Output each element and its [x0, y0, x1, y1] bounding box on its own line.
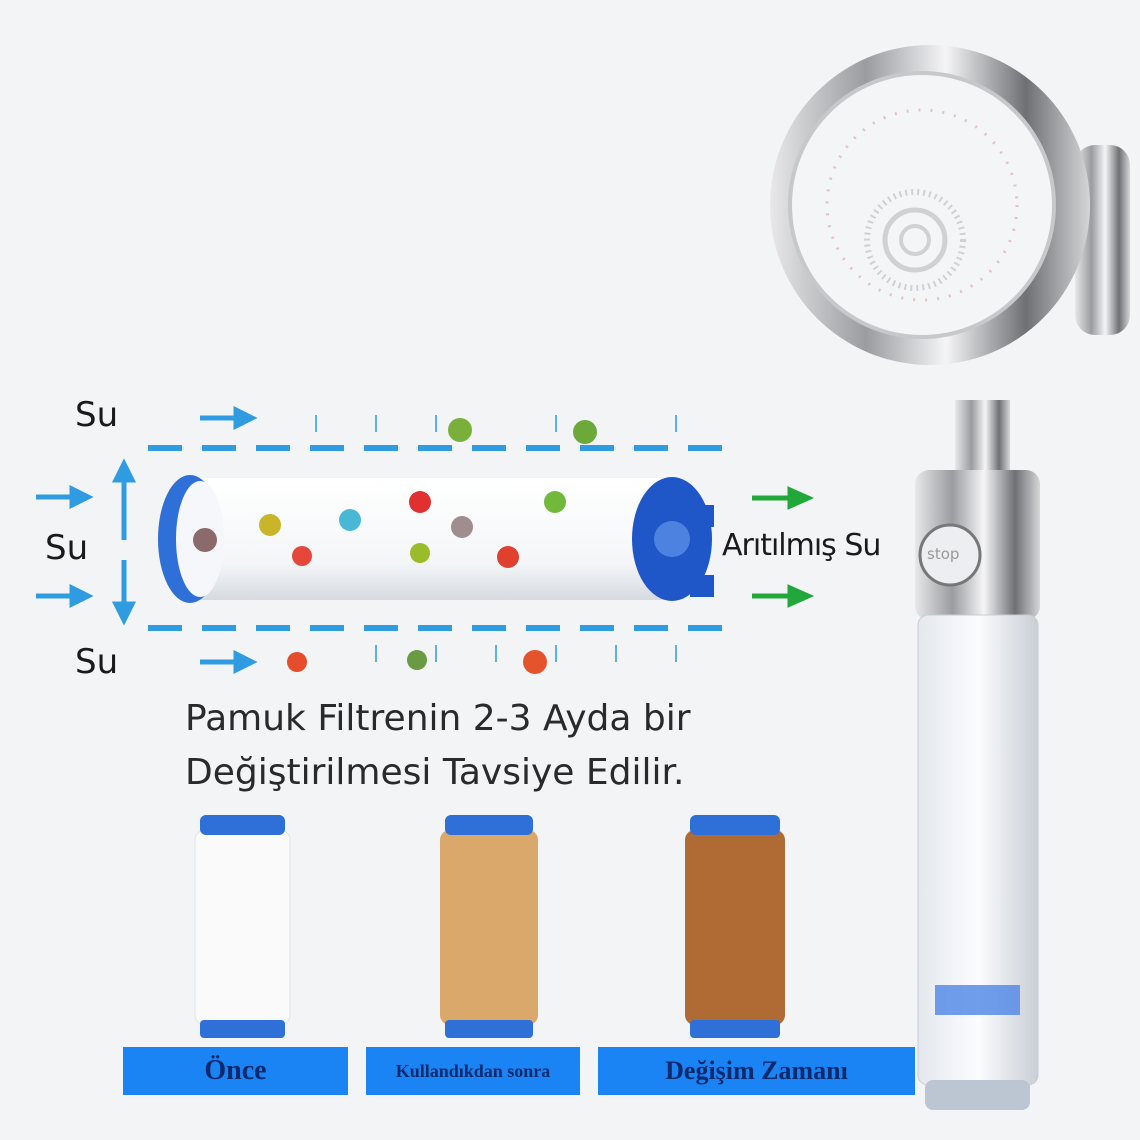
shower-head: [770, 45, 1130, 1110]
stage-label-before: Önce: [123, 1047, 348, 1095]
contaminant-icons: [193, 418, 597, 674]
small-flow-arrows: [315, 415, 677, 662]
caption-line-2: Değiştirilmesi Tavsiye Edilir.: [185, 752, 685, 793]
inflow-arrows: [36, 405, 258, 675]
stage-label-after-use: Kullandıkdan sonra: [366, 1047, 580, 1095]
caption-line-1: Pamuk Filtrenin 2-3 Ayda bir: [185, 698, 691, 739]
caption: Pamuk Filtrenin 2-3 Ayda bir Değiştirilm…: [185, 692, 691, 800]
clean-water-arrows: [752, 486, 815, 608]
water-label-bottom: Su: [75, 642, 119, 682]
water-label-top: Su: [75, 395, 119, 435]
stage-cartridges: [194, 815, 785, 1038]
stop-button: stop: [927, 545, 960, 563]
flow-boundary: [148, 445, 728, 631]
water-label-middle: Su: [45, 528, 89, 568]
purified-water-label: Arıtılmış Su: [722, 528, 881, 563]
filter-cartridge: [158, 475, 714, 603]
stage-label-replace-time: Değişim Zamanı: [598, 1047, 915, 1095]
